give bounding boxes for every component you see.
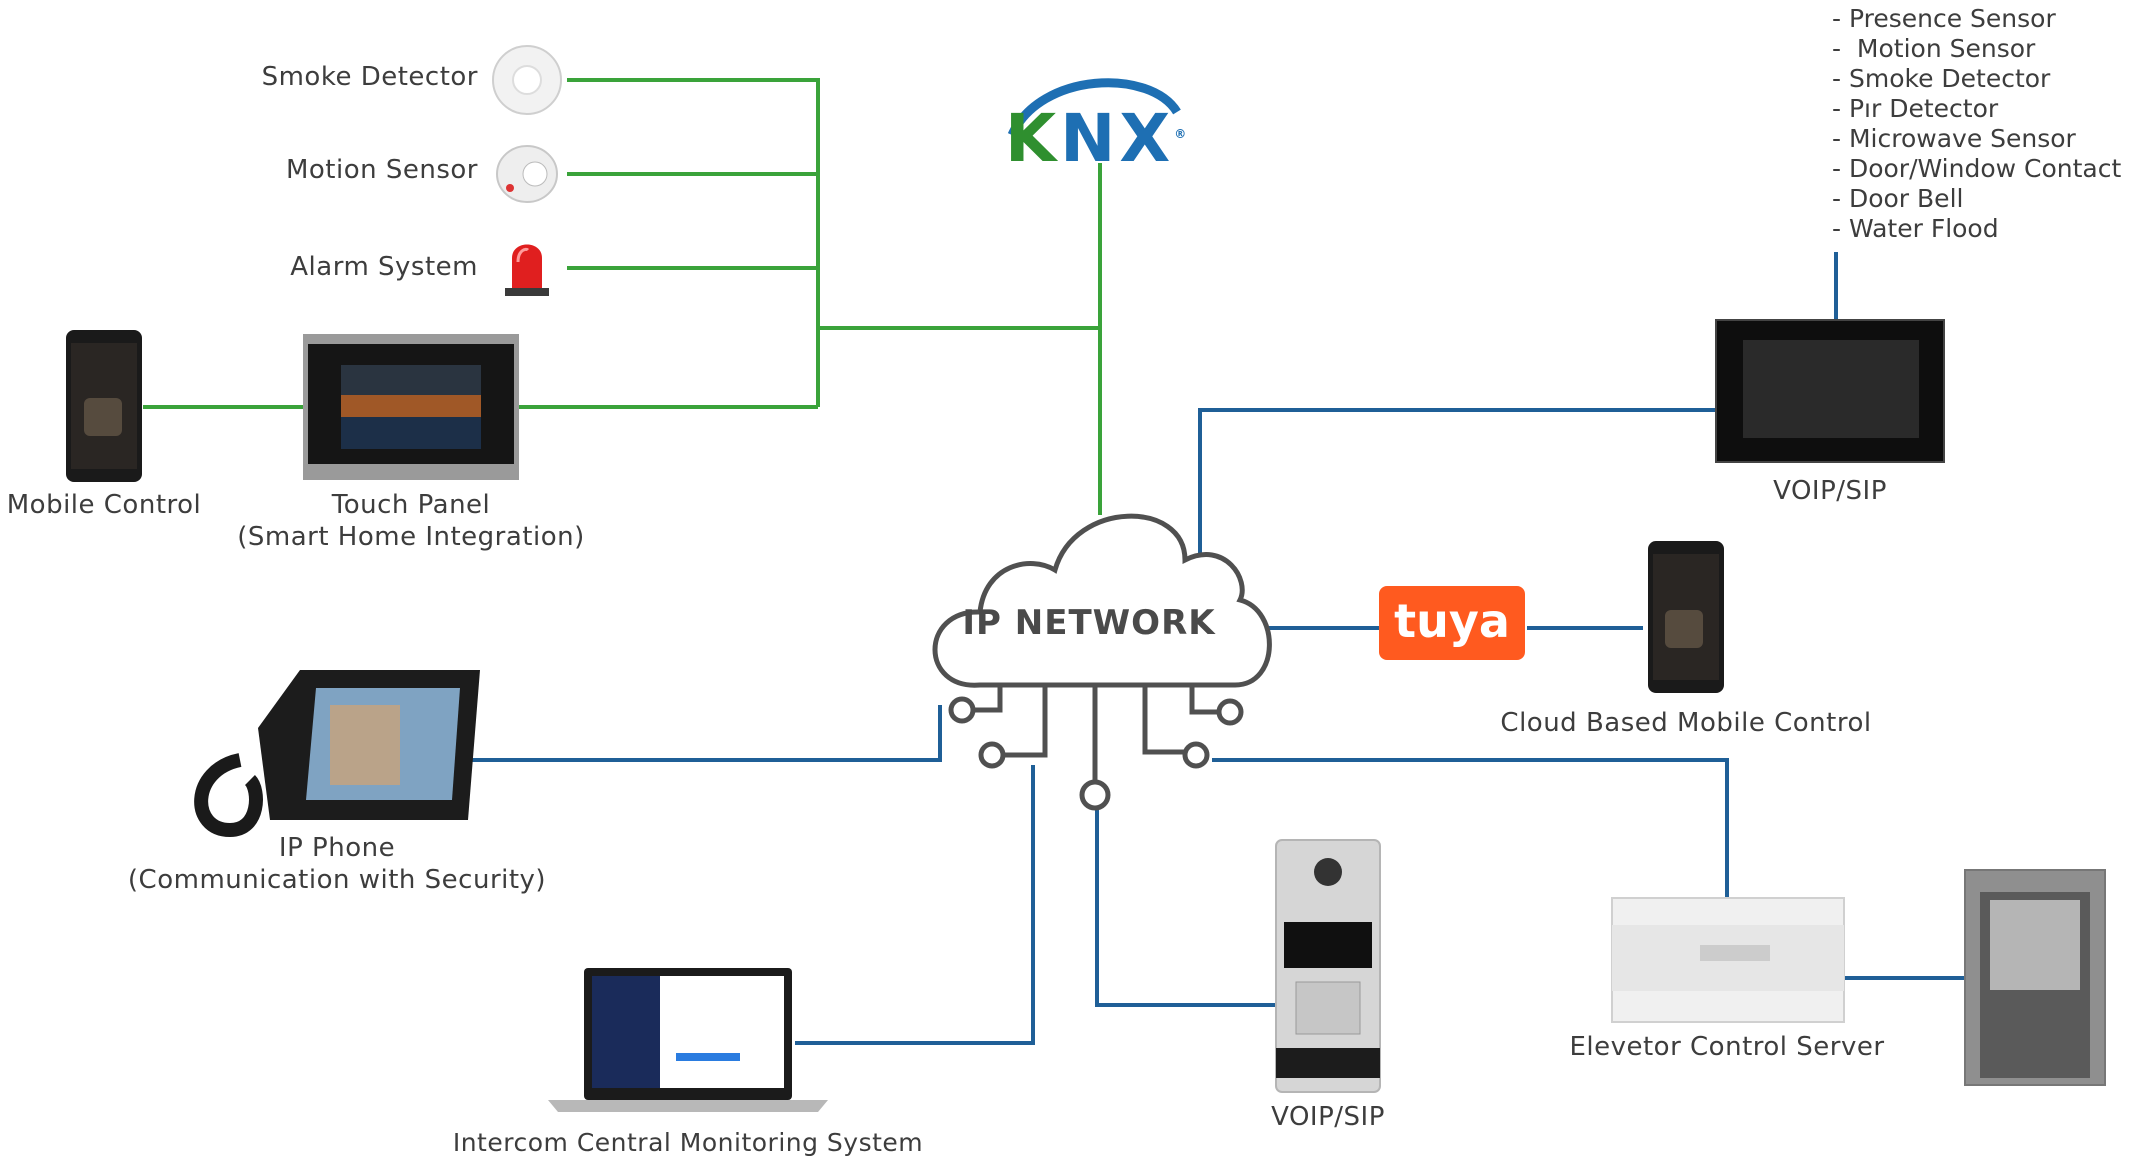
motion-sensor-label: Motion Sensor (285, 155, 478, 185)
sensor-list-item: - Water Flood (1832, 214, 1999, 243)
smoke-detector-device (492, 45, 562, 115)
knx-bus-lines (143, 78, 1102, 515)
touch-panel-device (303, 334, 519, 480)
sensor-list-item: - Door Bell (1832, 184, 1964, 213)
sensor-list-item: - Door/Window Contact (1832, 154, 2122, 183)
touch-panel-sublabel: (Smart Home Integration) (237, 522, 585, 552)
cloud-circuit (948, 685, 1244, 811)
voip-bottom-label: VOIP/SIP (1271, 1102, 1385, 1132)
sensor-list-item: - Microwave Sensor (1832, 124, 2076, 153)
ip-phone-sublabel: (Communication with Security) (127, 865, 547, 895)
cloud-to-ipphone-link (470, 705, 942, 762)
sensor-list-item: - Pır Detector (1832, 94, 1999, 123)
sensor-list-item: - Motion Sensor (1832, 34, 2036, 63)
motion-sensor-device (496, 145, 558, 203)
laptop-device (548, 968, 828, 1112)
knx-logo-arc (1007, 78, 1181, 137)
sensor-list-item: - Presence Sensor (1832, 4, 2056, 33)
sensor-list-item: - Smoke Detector (1832, 64, 2051, 93)
ip-phone-label: IP Phone (278, 833, 396, 863)
smoke-detector-link (567, 78, 820, 407)
cloud-to-laptop-link (795, 765, 1035, 1045)
knx-logo: KNX® (1005, 100, 1190, 177)
mobile-control-label: Mobile Control (6, 490, 202, 520)
alarm-system-label: Alarm System (290, 252, 478, 282)
alarm-beacon-device (505, 244, 549, 296)
touch-panel-label: Touch Panel (331, 490, 491, 520)
knx-logo-n: N (1060, 100, 1120, 177)
ip-network-title: IP NETWORK (962, 603, 1216, 643)
cloud-to-doorstation-link (1095, 795, 1278, 1007)
knx-logo-mark: ® (1174, 127, 1191, 141)
mobile-phone-device (66, 330, 142, 482)
voip-top-monitor (1715, 319, 1945, 463)
ip-network-lines (470, 252, 1965, 1045)
knx-logo-x: X (1119, 100, 1175, 177)
ip-phone-device (194, 670, 480, 838)
ip-network-cloud (932, 513, 1272, 688)
knx-logo-k: K (1005, 100, 1061, 177)
smoke-detector-label: Smoke Detector (261, 62, 478, 92)
elevator-server-label: Elevetor Control Server (1569, 1032, 1885, 1062)
tuya-logo: tuya (1379, 586, 1525, 660)
cloud-to-elevator-server-link (1212, 758, 1729, 900)
cloud-to-voip-top-link (1198, 408, 1716, 565)
elevator-server-device (1611, 897, 1845, 1023)
cloud-mobile-label: Cloud Based Mobile Control (1500, 708, 1872, 738)
door-station-device (1275, 839, 1381, 1093)
sensor-list: - Presence Sensor - Motion Sensor - Smok… (1832, 4, 2121, 244)
voip-top-label: VOIP/SIP (1773, 476, 1887, 506)
cloud-mobile-phone-device (1648, 541, 1724, 693)
knx-backbone-link (818, 163, 1102, 330)
intercom-label: Intercom Central Monitoring System (452, 1128, 924, 1157)
elevator-cabin-device (1964, 869, 2106, 1086)
